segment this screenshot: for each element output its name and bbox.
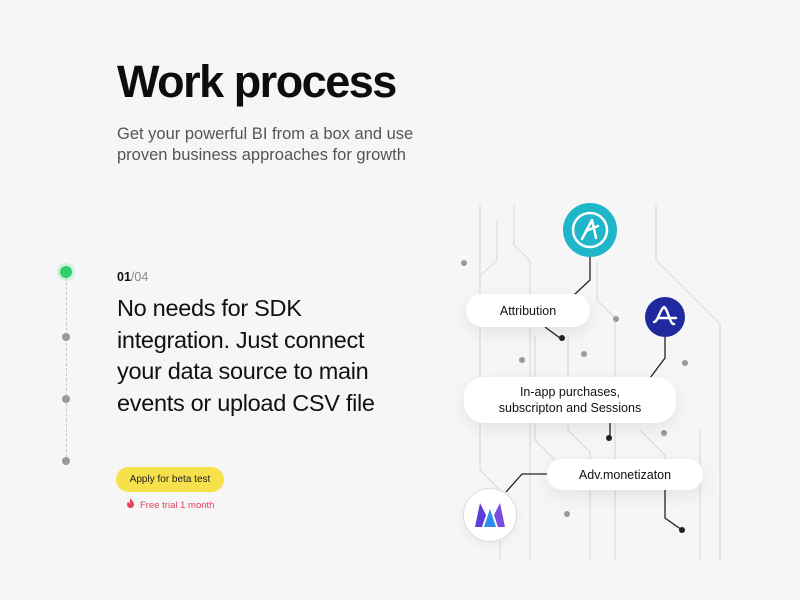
step-progress-rail	[66, 272, 67, 462]
step-counter: 01/04	[117, 270, 148, 284]
attribution-pill[interactable]: Attribution	[466, 294, 590, 327]
step-current: 01	[117, 270, 131, 284]
step-heading: No needs for SDK integration. Just conne…	[117, 295, 375, 416]
adv-monetization-label: Adv.monetizaton	[578, 467, 672, 482]
page-title: Work process	[117, 56, 397, 107]
step-indicator-active[interactable]	[60, 266, 72, 278]
step-indicator[interactable]	[62, 457, 70, 465]
purchases-sessions-pill[interactable]: In-app purchases, subscripton and Session…	[464, 377, 676, 423]
pill-line: subscripton and Sessions	[498, 401, 642, 415]
page-subtitle: Get your powerful BI from a box and use …	[117, 125, 414, 164]
step-total: /04	[130, 270, 149, 284]
apply-beta-button[interactable]: Apply for beta test	[116, 467, 224, 492]
adv-monetization-pill[interactable]: Adv.monetizaton	[547, 459, 703, 490]
purchases-sessions-label: In-app purchases, subscripton and Session…	[499, 384, 641, 416]
appsflyer-logo-icon	[563, 203, 617, 257]
pill-line: In-app purchases,	[519, 385, 621, 399]
fire-icon	[126, 498, 135, 512]
amplitude-logo-icon	[645, 297, 685, 337]
step-indicator[interactable]	[62, 395, 70, 403]
step-indicator[interactable]	[62, 333, 70, 341]
m-brand-logo-icon	[463, 488, 517, 542]
free-trial-note: Free trial 1 month	[126, 498, 214, 512]
attribution-label: Attribution	[499, 303, 557, 318]
free-trial-label: Free trial 1 month	[140, 499, 215, 511]
